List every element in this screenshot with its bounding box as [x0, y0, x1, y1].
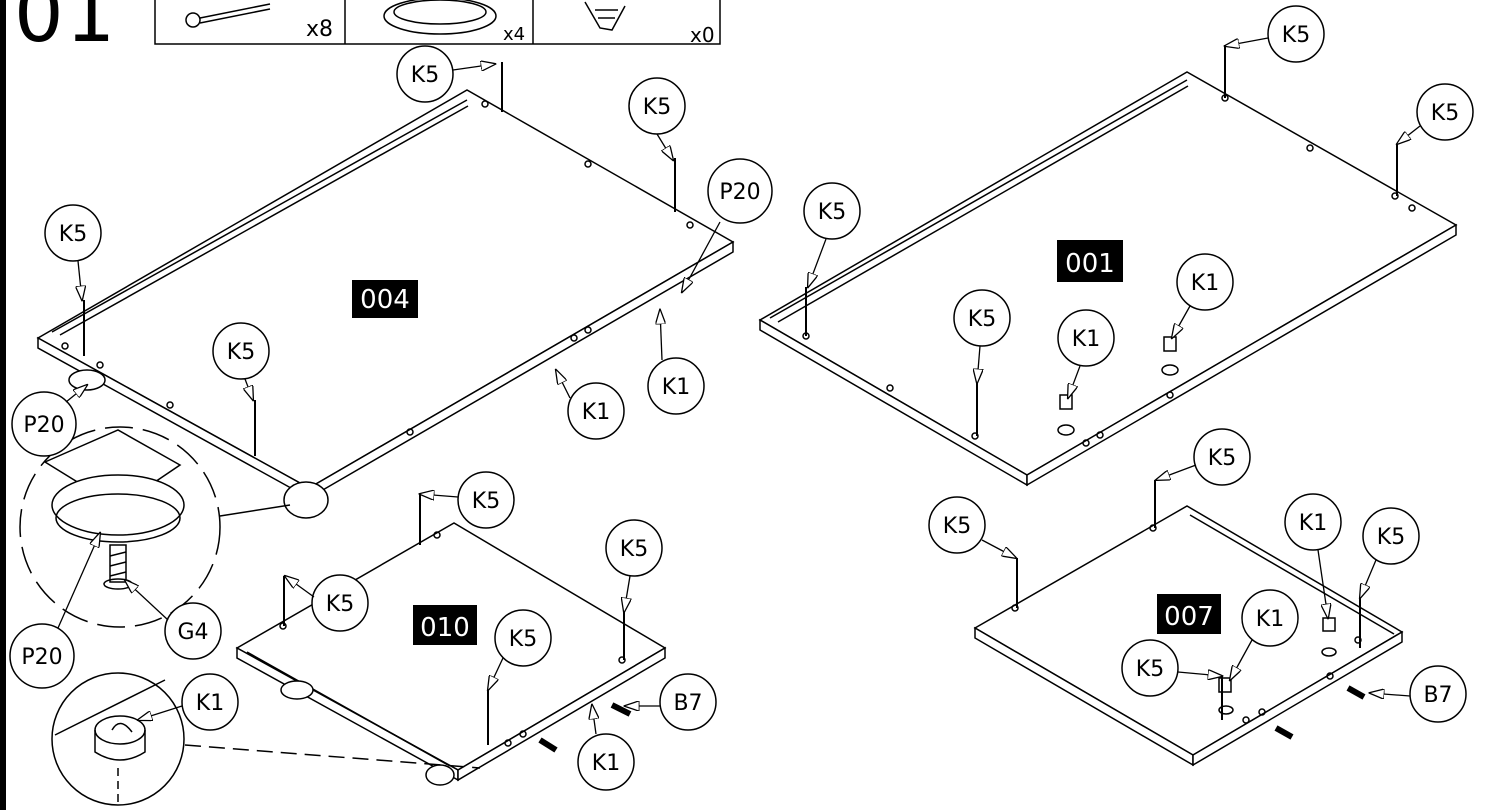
- panel-007: [973, 505, 1404, 767]
- round-foot-pad-icon: [383, 0, 497, 35]
- part-label-001: 001: [1065, 249, 1115, 279]
- callout-k1-1-label: K1: [1191, 271, 1219, 296]
- callout-k1-7: [181, 673, 239, 731]
- callout-k5-15: [311, 574, 369, 632]
- part-label-004: 004: [360, 285, 410, 315]
- callout-k5-6-label: K5: [1431, 101, 1459, 126]
- qty-bolts: x8: [306, 17, 333, 42]
- callout-k1-2: [1057, 309, 1115, 367]
- callout-k1-3: [647, 357, 705, 415]
- callout-k5-2-label: K5: [643, 95, 671, 120]
- callout-k5-14: [605, 519, 663, 577]
- callout-p20-1-label: P20: [719, 180, 760, 205]
- step-number: 01: [14, 0, 118, 60]
- callout-b7-2-label: B7: [1423, 683, 1452, 708]
- callout-k1-8: [577, 733, 635, 791]
- callout-p20-2: [11, 391, 77, 457]
- callout-b7-2: [1409, 665, 1467, 723]
- callout-g4-label: G4: [177, 620, 208, 645]
- callout-p20-1: [707, 158, 773, 224]
- callout-k1-7-label: K1: [196, 691, 224, 716]
- callout-k5-12-label: K5: [1136, 657, 1164, 682]
- callout-k1-6-label: K1: [1256, 607, 1284, 632]
- callout-k5-10-label: K5: [943, 514, 971, 539]
- callout-p20-3-label: P20: [21, 645, 62, 670]
- part-label-004-bg: [352, 280, 418, 318]
- callout-k5-9-label: K5: [1208, 446, 1236, 471]
- panel-010: [235, 522, 667, 786]
- callout-k5-4: [212, 322, 270, 380]
- callout-k5-3-label: K5: [59, 222, 87, 247]
- callout-k5-13-label: K5: [472, 489, 500, 514]
- callout-k5-16: [494, 609, 552, 667]
- callout-k1-5: [1284, 493, 1342, 551]
- callout-k1-1: [1176, 253, 1234, 311]
- callout-k5-4-label: K5: [227, 340, 255, 365]
- callout-b7-1-label: B7: [673, 691, 702, 716]
- callout-k5-1-label: K5: [411, 63, 439, 88]
- detail-cam-circle: [51, 672, 481, 806]
- callout-k5-7: [803, 182, 861, 240]
- callout-k5-13: [457, 471, 515, 529]
- callout-b7-1: [659, 673, 717, 731]
- callout-k1-6: [1241, 589, 1299, 647]
- page-border: [0, 0, 6, 810]
- callout-k1-4-label: K1: [582, 400, 610, 425]
- qty-pads: x4: [503, 24, 525, 45]
- callout-g4: [164, 602, 222, 660]
- callout-k5-12: [1121, 639, 1179, 697]
- callout-k5-14-label: K5: [620, 537, 648, 562]
- part-label-007: 007: [1164, 602, 1214, 632]
- wood-screw-icon: [584, 1, 626, 31]
- callout-p20-2-label: P20: [23, 413, 64, 438]
- callout-k1-5-label: K1: [1299, 511, 1327, 536]
- part-label-010-bg: [413, 605, 477, 645]
- callout-k5-8-label: K5: [968, 307, 996, 332]
- part-label-001-bg: [1057, 240, 1123, 282]
- callout-k5-11-label: K5: [1377, 525, 1405, 550]
- callout-k1-2-label: K1: [1072, 327, 1100, 352]
- hardware-strip: [154, 0, 721, 45]
- qty-wood-screws: x0: [690, 23, 715, 47]
- callout-k5-5: [1267, 5, 1325, 63]
- callout-k5-10: [928, 496, 986, 554]
- callout-p20-3: [9, 623, 75, 689]
- callout-k1-8-label: K1: [592, 751, 620, 776]
- callout-k5-5-label: K5: [1282, 23, 1310, 48]
- screw-bolt-icon: [185, 3, 271, 28]
- callout-k1-4: [567, 382, 625, 440]
- callout-k5-11: [1362, 507, 1420, 565]
- part-label-007-bg: [1157, 594, 1221, 634]
- callout-k5-8: [953, 289, 1011, 347]
- callout-k5-3: [44, 204, 102, 262]
- callout-k5-7-label: K5: [818, 200, 846, 225]
- callout-k5-15-label: K5: [326, 592, 354, 617]
- hardware-strip-box: [154, 0, 721, 45]
- callout-k5-9: [1193, 428, 1251, 486]
- part-label-010: 010: [420, 613, 470, 643]
- callout-k5-6: [1416, 83, 1474, 141]
- callout-k5-1: [396, 45, 454, 103]
- callout-k5-16-label: K5: [509, 627, 537, 652]
- callout-k1-3-label: K1: [662, 375, 690, 400]
